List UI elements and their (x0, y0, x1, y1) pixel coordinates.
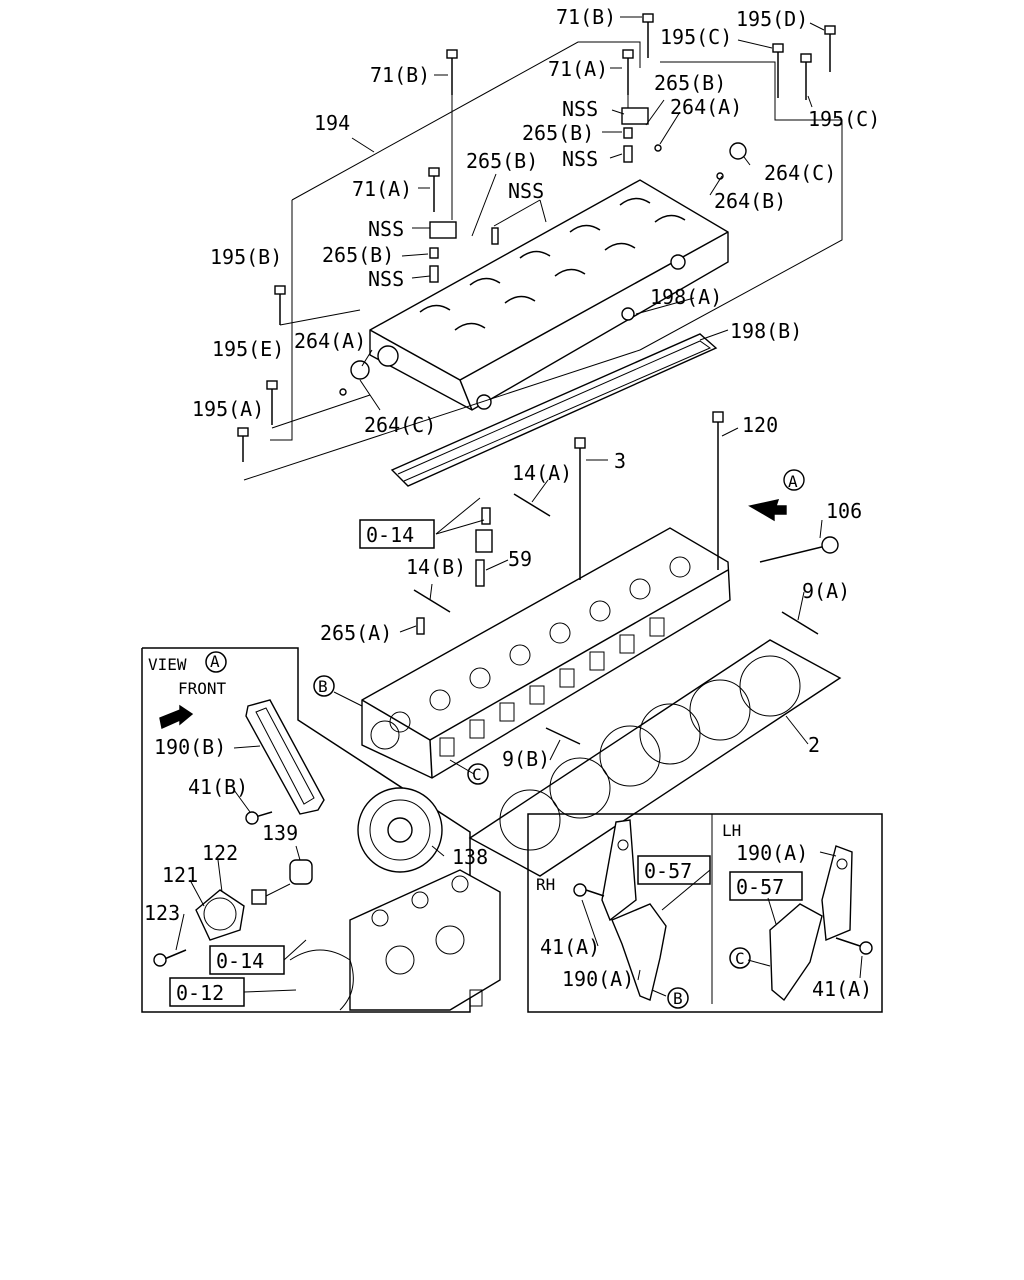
callout-195d: 195(D) (736, 7, 808, 31)
callout-71b-top: 71(B) (556, 5, 616, 29)
callout-195c-right: 195(C) (808, 107, 880, 131)
rh-label: RH (536, 875, 555, 894)
head-gasket (468, 639, 842, 877)
callout-nss-c: NSS (508, 179, 544, 203)
mark-b-small: B (673, 989, 683, 1008)
view-a-panel (141, 647, 501, 1013)
callout-nss-a: NSS (562, 97, 598, 121)
callout-9a: 9(A) (802, 579, 850, 603)
box-0-14-top: 0-14 (366, 523, 414, 547)
callout-41a-lh: 41(A) (812, 977, 872, 1001)
cylinder-head (361, 411, 839, 779)
callout-labels: 71(B) 195(D) 195(C) 71(B) 71(A) 265(B) N… (144, 5, 880, 1008)
callout-59: 59 (508, 547, 532, 571)
callout-106: 106 (826, 499, 862, 523)
callout-195c-top: 195(C) (660, 25, 732, 49)
cam-carrier-assembly (270, 41, 843, 487)
bracket-panel (527, 813, 883, 1013)
callout-boxes (169, 519, 803, 1009)
callout-198a: 198(A) (650, 285, 722, 309)
mark-b: B (318, 677, 328, 696)
callout-194: 194 (314, 111, 350, 135)
mark-c: C (472, 765, 482, 784)
front-label: FRONT (178, 679, 227, 698)
callout-138: 138 (452, 845, 488, 869)
mark-c-small: C (735, 949, 745, 968)
box-0-14-bottom: 0-14 (216, 949, 264, 973)
leader-lines (175, 16, 863, 997)
callout-265b-c: 265(B) (466, 149, 538, 173)
callout-123: 123 (144, 901, 180, 925)
callout-nss-d: NSS (368, 217, 404, 241)
callout-9b: 9(B) (502, 747, 550, 771)
callout-3: 3 (614, 449, 626, 473)
callout-nss-e: NSS (368, 267, 404, 291)
callout-195e: 195(E) (212, 337, 284, 361)
callout-139: 139 (262, 821, 298, 845)
callout-71a-mid: 71(A) (352, 177, 412, 201)
callout-41b: 41(B) (188, 775, 248, 799)
bolts-upper (237, 13, 836, 481)
callout-14a: 14(A) (512, 461, 572, 485)
callout-71a-top: 71(A) (548, 57, 608, 81)
callout-264a-top: 264(A) (670, 95, 742, 119)
callout-120: 120 (742, 413, 778, 437)
box-0-12: 0-12 (176, 981, 224, 1005)
callout-121: 121 (162, 863, 198, 887)
callout-265b-b: 265(B) (522, 121, 594, 145)
callout-190b: 190(B) (154, 735, 226, 759)
view-mark-a: A (210, 652, 220, 671)
callout-264b: 264(B) (714, 189, 786, 213)
callout-190a-rh: 190(A) (562, 967, 634, 991)
callout-265b-d: 265(B) (322, 243, 394, 267)
callout-265a: 265(A) (320, 621, 392, 645)
callout-264c-top: 264(C) (764, 161, 836, 185)
view-label: VIEW (148, 655, 187, 674)
callout-71b-left: 71(B) (370, 63, 430, 87)
callout-122: 122 (202, 841, 238, 865)
callout-264a-left: 264(A) (294, 329, 366, 353)
callout-195a: 195(A) (192, 397, 264, 421)
callout-2: 2 (808, 733, 820, 757)
callout-190a-lh: 190(A) (736, 841, 808, 865)
mark-a: A (788, 472, 798, 491)
box-0-57-rh: 0-57 (644, 859, 692, 883)
callout-264c-bottom: 264(C) (364, 413, 436, 437)
callout-nss-b: NSS (562, 147, 598, 171)
callout-14b: 14(B) (406, 555, 466, 579)
callout-198b: 198(B) (730, 319, 802, 343)
callout-265b-a: 265(B) (654, 71, 726, 95)
callout-41a-rh: 41(A) (540, 935, 600, 959)
lh-label: LH (722, 821, 741, 840)
callout-195b: 195(B) (210, 245, 282, 269)
box-0-57-lh: 0-57 (736, 875, 784, 899)
